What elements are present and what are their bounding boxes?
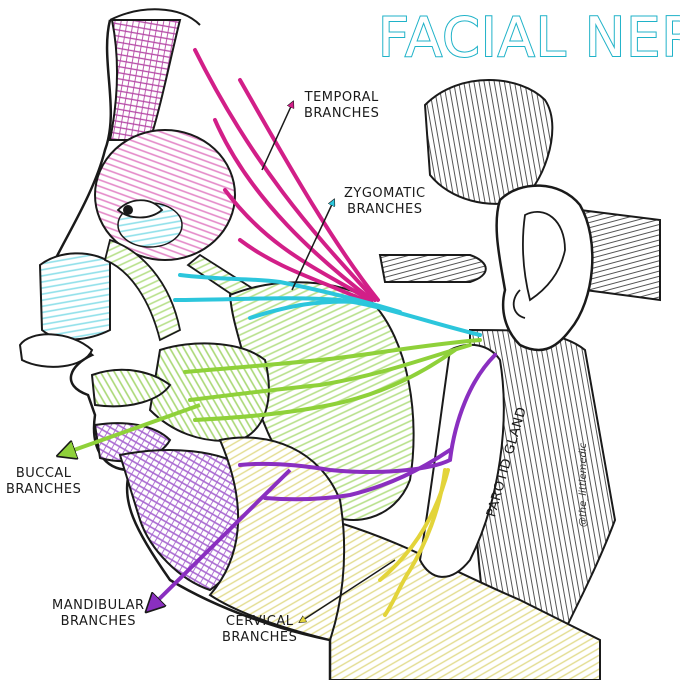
mandibular-label-line2: BRANCHES [60,614,136,629]
mandibular-nerve-branches [238,353,497,502]
head-outline [48,19,332,680]
platysma-muscle [208,436,346,642]
zygomatic-nerve-branches [173,273,482,337]
zygomatic-branches-label: ZYGOMATIC BRANCHES [344,186,426,218]
parotid-gland [418,343,505,578]
ear-canal [512,289,526,319]
buccal-label-line1: BUCCAL [15,466,72,481]
frontalis-muscle [108,19,182,141]
temporal-arrow [261,102,293,171]
mandibular-branches-label: MANDIBULAR BRANCHES [52,598,145,630]
cervical-arrow [300,559,396,622]
buccal-nerve-branches [183,338,482,422]
nose-tip [18,333,94,368]
pupil [123,205,133,215]
zygomatic-label-line1: ZYGOMATIC [344,186,426,201]
title-text: FACIAL NERVE [377,5,680,70]
temporal-label-line2: BRANCHES [304,106,380,121]
ear [495,184,594,352]
buccal-arrow [60,403,201,455]
page-title: FACIAL NERVE [377,5,680,70]
mandibular-arrow [148,468,292,610]
ear-inner [522,211,566,302]
levator-labii [103,238,182,342]
artist-credit: @the_littlemedic [578,442,589,528]
mandibular-label-line1: MANDIBULAR [52,598,145,613]
temporal-nerve-branches [193,48,380,304]
zygomatic-label-line2: BRANCHES [347,202,423,217]
zygomatic-arch [378,254,487,283]
cervical-label-line1: CERVICAL [225,614,294,629]
cervical-nerve-branches [378,468,450,617]
temporal-branches-label: TEMPORAL BRANCHES [304,90,379,122]
temporal-label-line1: TEMPORAL [304,90,379,105]
temporalis-muscle [423,79,554,205]
zygomatic-arrow [291,200,334,291]
cervical-branches-label: CERVICAL BRANCHES [222,614,297,646]
buccal-branches-label: BUCCAL BRANCHES [6,466,81,498]
scalp-outline [109,8,201,26]
buccal-label-line2: BRANCHES [6,482,82,497]
nasalis-muscle [38,252,111,341]
upper-lip [90,368,172,408]
cervical-label-line2: BRANCHES [222,630,298,645]
